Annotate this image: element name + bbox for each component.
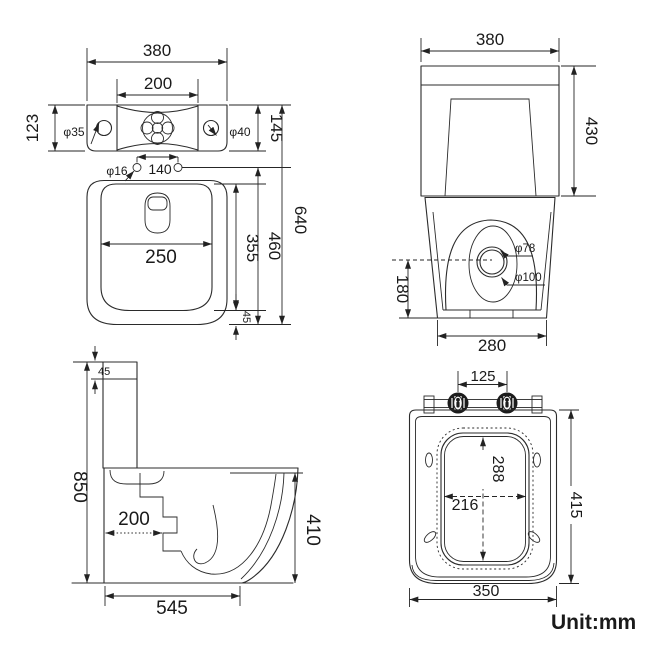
bumper-bottom-left — [423, 531, 437, 543]
knob-pin-head — [456, 397, 460, 402]
flush-button-cluster — [140, 111, 175, 145]
dim-tank-width: 380 — [143, 41, 171, 60]
dim-total-length: 640 — [291, 206, 310, 234]
button-top — [151, 111, 164, 124]
dim-bowl-length: 460 — [265, 232, 284, 260]
unit-label: Unit:mm — [551, 611, 636, 634]
button-right — [161, 121, 175, 135]
label-fixing-hole: φ16 — [106, 164, 127, 178]
dim-total-depth: 545 — [156, 598, 188, 619]
fixing-hole-right — [173, 163, 183, 172]
leader-arrow-hole-right — [207, 124, 217, 136]
dim-lid-thickness: 45 — [98, 366, 110, 378]
bowl-inner-curve — [180, 473, 277, 575]
hinge-bar — [423, 399, 543, 408]
hinge-knob-right — [496, 392, 518, 414]
knob-pin-body — [456, 401, 460, 408]
seat-pad-dotted-outline — [436, 427, 534, 570]
front-outer-curve — [241, 467, 299, 584]
base-inner-left — [432, 211, 444, 311]
tank-top-outline — [86, 104, 228, 152]
outlet-inner-circle — [479, 249, 505, 275]
seat-rim-outline — [100, 183, 213, 312]
cistern-profile — [102, 361, 138, 469]
bumper-top-right — [533, 452, 541, 468]
dim-outlet-center-height: 180 — [393, 275, 412, 303]
label-outlet-outer: φ100 — [515, 272, 542, 284]
base-inner-right — [540, 211, 552, 311]
hinge-knob-left — [447, 392, 469, 414]
lid-recess-bottom-curve — [116, 142, 199, 151]
right-hole — [202, 119, 220, 137]
dim-hinge-span: 125 — [470, 368, 495, 385]
dim-opening-length: 288 — [489, 456, 506, 483]
button-center — [151, 122, 164, 134]
leader-arrow-hole-left — [90, 122, 100, 145]
tank-inner-silhouette — [444, 98, 537, 197]
bumper-bottom-right — [527, 531, 541, 543]
dim-bowl-height: 410 — [302, 514, 323, 546]
dim-total-height: 850 — [69, 471, 90, 503]
button-left — [140, 121, 154, 135]
dim-tank-depth-right: 145 — [267, 114, 286, 142]
fixing-hole-left — [132, 163, 142, 172]
dim-base-width: 280 — [478, 336, 506, 355]
hinge-tab-left — [423, 395, 435, 414]
button-bottom — [151, 132, 164, 145]
seat-outer-outline — [408, 409, 558, 585]
base-outer-right — [545, 196, 556, 319]
dim-fixing-span: 140 — [148, 161, 172, 177]
knob-pin-body — [505, 401, 509, 408]
rim-trough-section — [109, 469, 165, 485]
water-spot-outline — [144, 192, 171, 234]
dim-rear-tank-width: 380 — [476, 30, 504, 49]
knob-pin-head — [505, 397, 509, 402]
dim-trap-setout: 200 — [118, 509, 150, 530]
seat-view: 125 288 216 415 350 — [408, 368, 584, 607]
dim-seat-width: 350 — [473, 583, 500, 600]
dim-lid-recess-width: 200 — [144, 74, 172, 93]
side-view: 45 850 200 410 545 — [69, 346, 323, 619]
dim-tank-height: 430 — [582, 117, 601, 145]
bowl-outer-outline — [86, 179, 228, 326]
seat-inner-outline — [415, 416, 551, 578]
outlet-outer-circle — [476, 246, 508, 278]
rear-view: 380 430 180 φ78 φ100 280 — [392, 30, 601, 355]
dim-bowl-inner-length: 355 — [243, 234, 262, 262]
opening-rim-outer — [440, 432, 530, 566]
leader-arrow-outlet-outer — [501, 277, 545, 287]
bumper-top-left — [425, 452, 433, 468]
trap-weir-steps — [139, 473, 181, 552]
dim-rim-gap: 45 — [240, 311, 252, 323]
label-hole-right: φ40 — [229, 125, 250, 139]
plan-view: 380 200 123 145 640 460 φ35 φ40 φ16 140 … — [23, 41, 310, 340]
dim-opening-width: 216 — [452, 497, 479, 514]
button-outer-circle — [142, 112, 173, 144]
trapway-inner-oval — [468, 225, 518, 303]
hinge-tab-right — [531, 395, 543, 414]
dim-bowl-inner-width: 250 — [145, 247, 177, 268]
label-hole-left: φ35 — [63, 125, 84, 139]
tank-rear-outline — [420, 65, 560, 197]
label-outlet-inner: φ78 — [515, 243, 535, 255]
front-inner-curve — [240, 472, 285, 580]
dim-tank-depth-left: 123 — [23, 114, 42, 142]
dim-seat-length: 415 — [567, 492, 584, 519]
dim-text-backing — [480, 450, 497, 489]
foot-notch — [469, 310, 514, 318]
trap-tongue-curve — [193, 504, 219, 565]
leader-arrow-outlet-inner — [500, 250, 533, 259]
flush-outlet — [147, 196, 168, 211]
seat-bottom-rim-line — [411, 562, 555, 581]
leader-arrow-fixing-hole — [124, 170, 135, 182]
left-hole — [95, 119, 113, 137]
trapway-hump-outline — [444, 219, 538, 311]
base-outer-left — [424, 196, 439, 319]
lid-recess-top-curve — [116, 105, 199, 114]
